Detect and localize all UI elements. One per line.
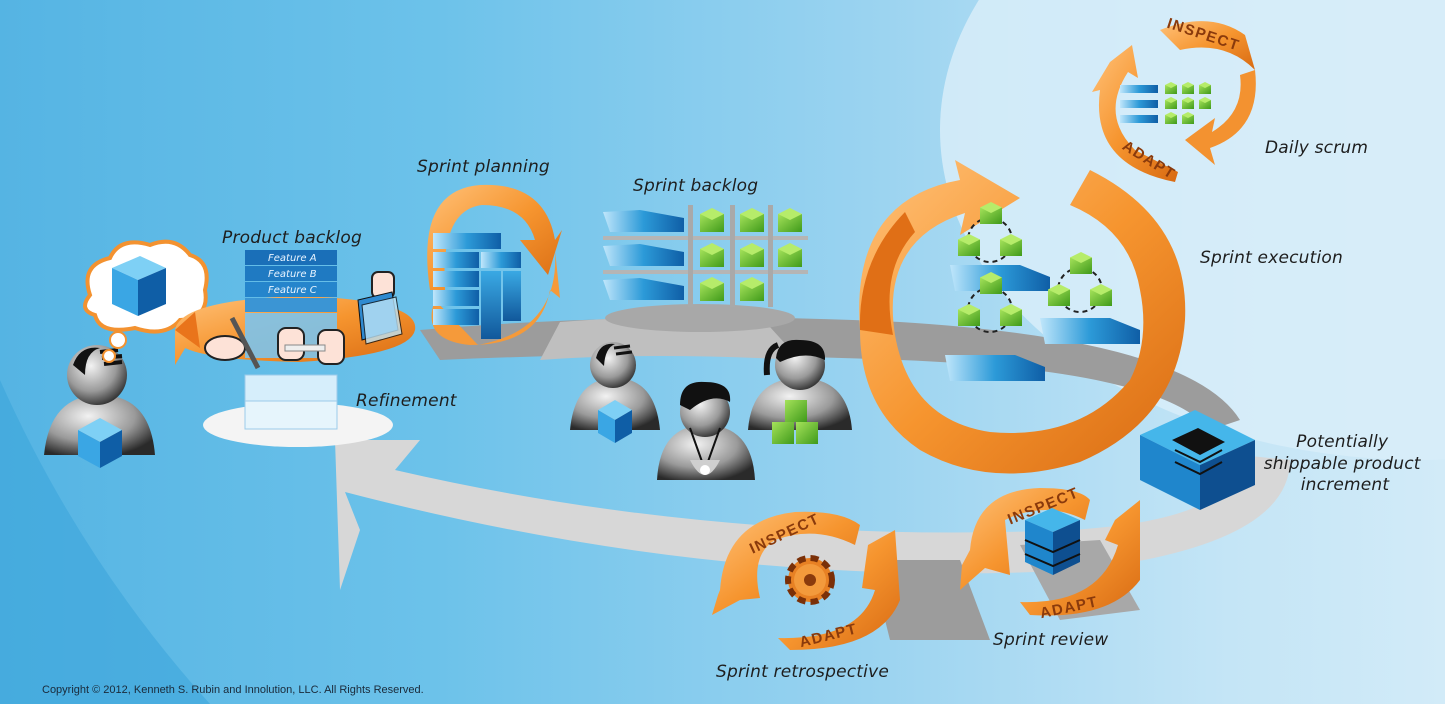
daily-scrum-label: Daily scrum	[1265, 138, 1368, 158]
refinement-hands-icon	[204, 271, 403, 370]
sprint-execution-work	[945, 202, 1140, 381]
scrum-team	[570, 339, 852, 480]
task-cube-icon	[1182, 82, 1194, 94]
sprint-execution-label: Sprint execution	[1200, 248, 1343, 268]
task-cube-icon	[1000, 234, 1022, 256]
task-cube-icon	[1165, 82, 1177, 94]
sprint-backlog-label: Sprint backlog	[633, 176, 758, 196]
sprint-backlog-board	[603, 205, 808, 332]
scrum-master-figure	[657, 381, 755, 480]
task-cube-icon	[778, 243, 802, 267]
review-increment-icon	[1024, 508, 1081, 575]
feature-c-label: Feature C	[268, 285, 317, 296]
background-band	[0, 380, 210, 704]
sprint-retrospective-label: Sprint retrospective	[716, 662, 889, 682]
task-cube-icon	[1165, 97, 1177, 109]
sprint-review-cycle: INSPECT ADAPT	[960, 484, 1140, 622]
task-cube-icon	[1182, 112, 1194, 124]
product-owner-team-figure	[570, 342, 660, 443]
team-cubes-icon	[772, 400, 818, 444]
copyright-notice: Copyright © 2012, Kenneth S. Rubin and I…	[42, 684, 424, 696]
task-cube-icon	[778, 208, 802, 232]
daily-scrum-cycle: INSPECT ADAPT	[1092, 15, 1256, 183]
story-platform	[945, 355, 1045, 381]
gear-icon	[785, 555, 835, 605]
task-cube-icon	[740, 243, 764, 267]
thought-bubble	[83, 239, 209, 363]
sprint-backlog-tasks	[700, 208, 802, 301]
product-owner-figure	[44, 345, 155, 468]
sprint-review-label: Sprint review	[993, 630, 1108, 650]
task-cube-icon	[700, 208, 724, 232]
task-cube-icon	[958, 304, 980, 326]
task-cube-icon	[1165, 112, 1177, 124]
product-cube-icon	[78, 418, 122, 468]
feature-a-label: Feature A	[268, 253, 317, 264]
task-cube-icon	[1070, 252, 1092, 274]
task-cube-icon	[740, 277, 764, 301]
task-cube-icon	[1048, 284, 1070, 306]
product-vision-cube-icon	[112, 256, 166, 316]
task-cube-icon	[1182, 97, 1194, 109]
sprint-execution-cycle	[859, 160, 1186, 474]
task-cube-icon	[1000, 304, 1022, 326]
developer-figure	[748, 339, 852, 444]
product-backlog-stack: Feature A Feature B Feature C	[175, 250, 416, 447]
task-cube-icon	[1090, 284, 1112, 306]
product-backlog-label: Product backlog	[222, 228, 362, 248]
sprint-planning-label: Sprint planning	[417, 157, 550, 177]
refinement-label: Refinement	[356, 391, 458, 411]
product-increment-cube	[1140, 410, 1255, 510]
task-cube-icon	[980, 202, 1002, 224]
task-cube-icon	[700, 277, 724, 301]
story-platform	[1040, 318, 1140, 344]
backlog-item-feature-c	[245, 282, 337, 297]
task-cube-icon	[1199, 82, 1211, 94]
feature-b-label: Feature B	[268, 269, 317, 280]
increment-label: Potentially shippable product increment	[1264, 432, 1427, 495]
backlog-item-feature-b	[245, 266, 337, 281]
whistle-icon	[700, 465, 710, 475]
task-cube-icon	[700, 243, 724, 267]
task-cube-icon	[958, 234, 980, 256]
sprint-planning-icon	[427, 184, 562, 345]
task-cube-icon	[980, 272, 1002, 294]
task-cube-icon	[740, 208, 764, 232]
task-cube-icon	[1199, 97, 1211, 109]
backlog-item-feature-a	[245, 250, 337, 265]
